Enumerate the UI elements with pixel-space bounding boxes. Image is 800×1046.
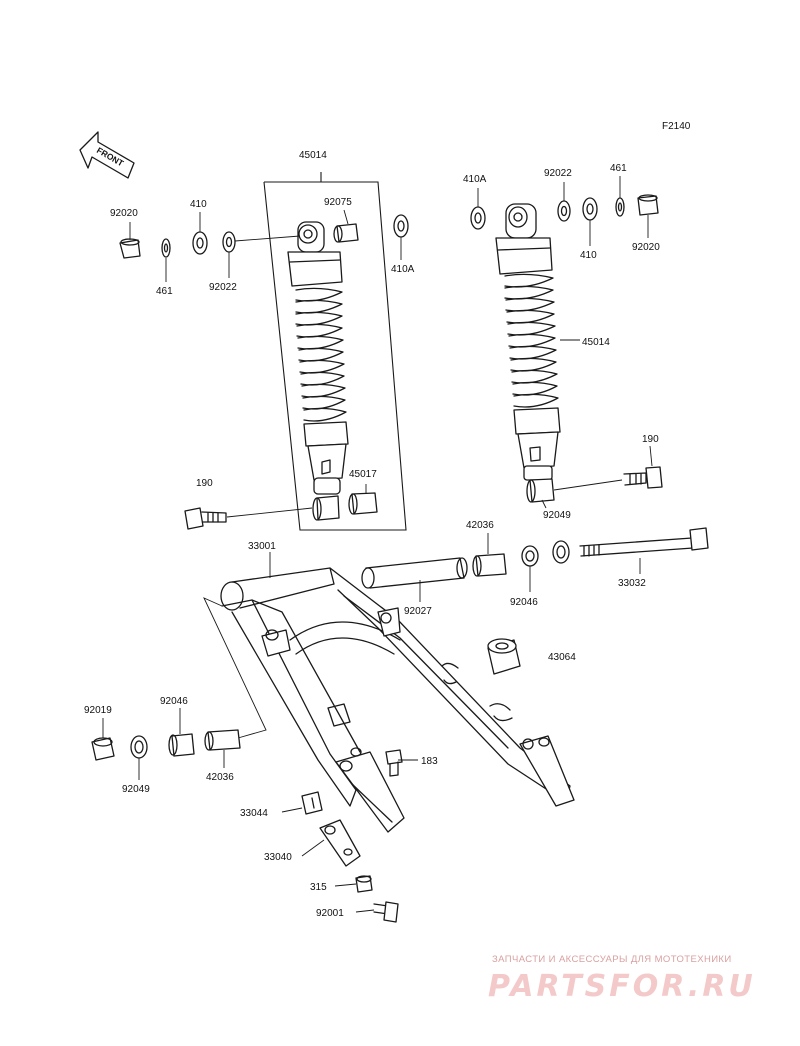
label-410a-left: 410A: [391, 264, 415, 275]
watermark-brand: PARTSFOR.RU: [488, 969, 756, 1004]
left-cap-nut-92020: [119, 238, 141, 259]
left-collar-42036: [204, 729, 241, 751]
label-45014-left: 45014: [299, 150, 327, 161]
right-washer-410a: [470, 206, 486, 230]
label-92022-left: 92022: [209, 282, 237, 293]
pivot-shaft-33032: [579, 527, 709, 557]
left-shock-absorber: [287, 221, 349, 495]
swingarm: [220, 567, 575, 833]
label-410-left: 410: [190, 199, 207, 210]
figure-code: F2140: [662, 121, 691, 132]
label-190-left: 190: [196, 478, 213, 489]
label-92075: 92075: [324, 197, 352, 208]
right-cap-nut-92020: [637, 194, 659, 216]
left-nut-92019: [91, 737, 115, 761]
left-washer-410a: [393, 214, 409, 238]
rubber-bush-43064: [487, 638, 521, 675]
right-washer-410: [582, 197, 598, 221]
label-92020-left: 92020: [110, 208, 138, 219]
right-collar-42036: [472, 553, 507, 577]
left-seal-92049: [130, 735, 148, 759]
label-33032: 33032: [618, 578, 646, 589]
bolt-92001: [373, 901, 399, 923]
label-33001: 33001: [248, 541, 276, 552]
left-shock-group-bracket: [263, 172, 407, 531]
left-bearing-92046: [168, 733, 195, 757]
label-43064: 43064: [548, 652, 576, 663]
right-washer-92022: [557, 200, 571, 222]
pivot-sleeve-92027: [361, 557, 468, 589]
right-bolt-190: [623, 466, 663, 489]
label-92022-right: 92022: [544, 168, 572, 179]
label-42036-left: 42036: [206, 772, 234, 783]
label-45014-right: 45014: [582, 337, 610, 348]
label-45017: 45017: [349, 469, 377, 480]
left-collar-45017-a: [312, 495, 340, 521]
left-washer-92022: [222, 231, 236, 253]
label-92046-left: 92046: [160, 696, 188, 707]
front-arrow-icon: FRONT: [79, 131, 135, 179]
label-33040: 33040: [264, 852, 292, 863]
right-collar-92049: [526, 478, 555, 503]
adjuster-33040: [319, 819, 361, 867]
label-92046-top: 92046: [510, 597, 538, 608]
label-410-right: 410: [580, 250, 597, 261]
label-92049-right: 92049: [543, 510, 571, 521]
right-seal-92049: [552, 540, 570, 564]
label-183: 183: [421, 756, 438, 767]
leader-lines: [102, 176, 653, 913]
label-315: 315: [310, 882, 327, 893]
left-washer-461: [161, 238, 171, 258]
label-92027: 92027: [404, 606, 432, 617]
label-92020-right: 92020: [632, 242, 660, 253]
label-461-right: 461: [610, 163, 627, 174]
left-washer-410: [192, 231, 208, 255]
label-33044: 33044: [240, 808, 268, 819]
label-461-left: 461: [156, 286, 173, 297]
left-bushing-92075: [333, 223, 359, 243]
right-washer-461: [615, 197, 625, 217]
watermark-tagline: ЗАПЧАСТИ И АКСЕССУАРЫ ДЛЯ МОТОТЕХНИКИ: [492, 954, 732, 965]
left-bolt-190: [184, 507, 227, 530]
right-shock-absorber: [495, 203, 561, 481]
label-410a-right: 410A: [463, 174, 487, 185]
right-bearing-92046: [521, 545, 539, 567]
label-42036-top: 42036: [466, 520, 494, 531]
label-92019: 92019: [84, 705, 112, 716]
label-92001: 92001: [316, 908, 344, 919]
bolt-183: [385, 749, 403, 777]
block-33044: [301, 791, 323, 815]
left-collar-45017-b: [348, 492, 378, 515]
label-190-right: 190: [642, 434, 659, 445]
label-92049-left: 92049: [122, 784, 150, 795]
nut-315: [355, 875, 373, 893]
